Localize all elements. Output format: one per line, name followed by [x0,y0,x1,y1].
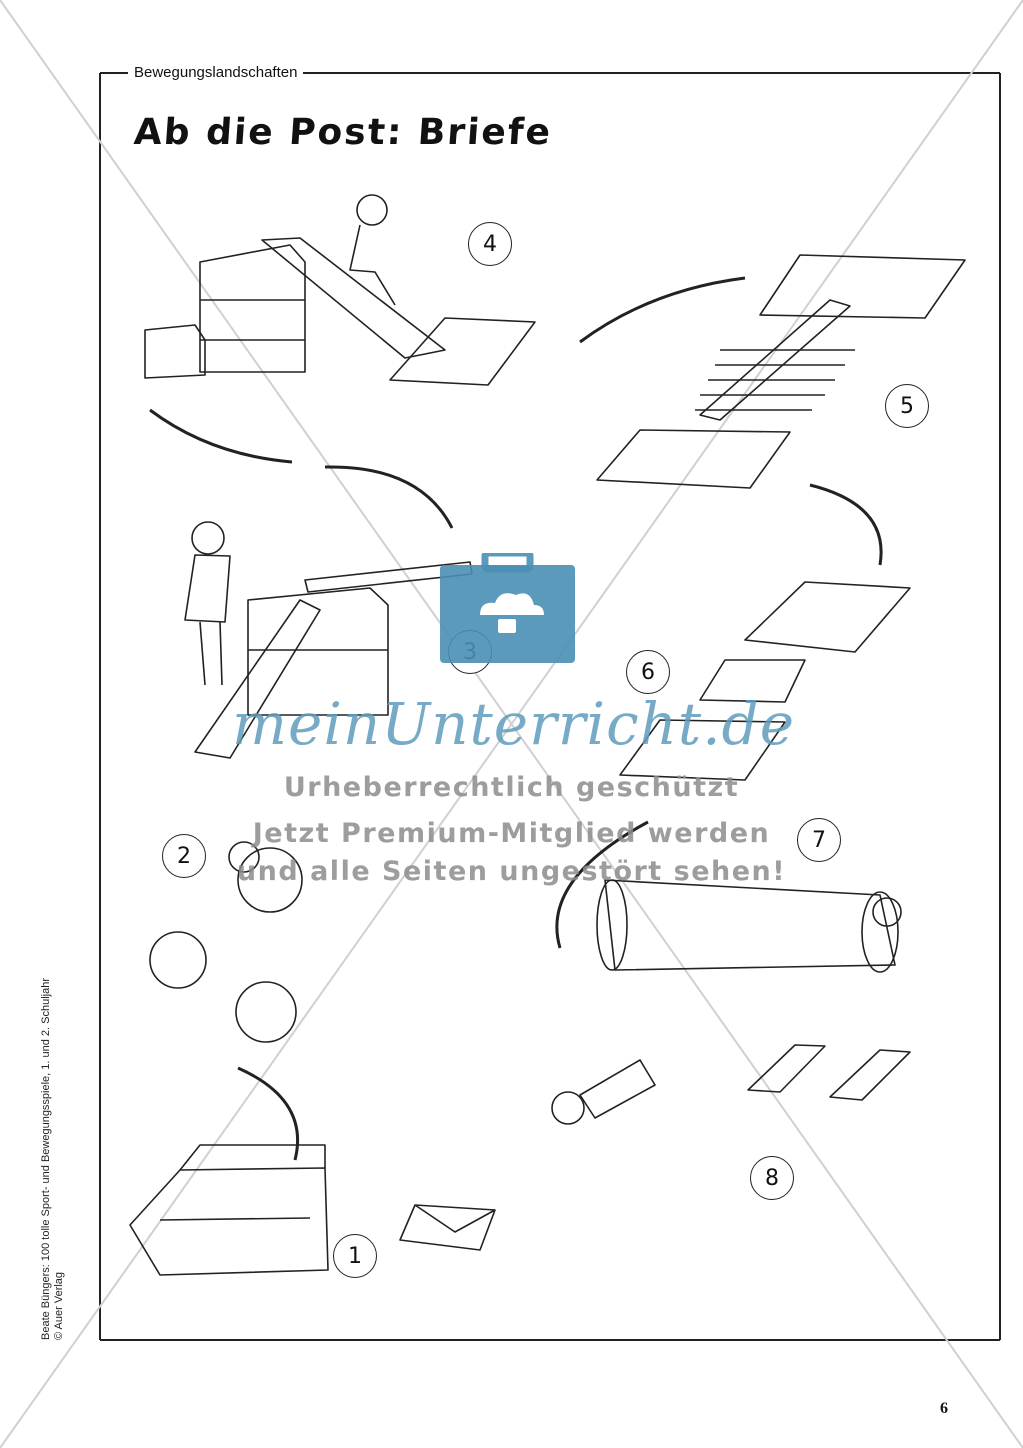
station-8-illustration [551,1044,911,1125]
station-number-8: 8 [750,1156,794,1200]
watermark-premium-notice-2: und alle Seiten ungestört sehen! [236,856,787,887]
station-number-6: 6 [626,650,670,694]
ropes [149,276,883,1161]
watermark-premium-notice: Jetzt Premium-Mitglied werden [252,818,771,849]
source-credits: Beate Büngers: 100 tolle Sport- und Bewe… [40,860,66,1340]
watermark-brand: meinUnterricht.de [232,690,796,758]
station-1-illustration [129,1144,496,1276]
page-number: 6 [940,1400,948,1417]
station-number-5: 5 [885,384,929,428]
station-number-4: 4 [468,222,512,266]
station-number-2: 2 [162,834,206,878]
watermark-copyright-notice: Urheberrechtlich geschützt [283,772,740,803]
station-3-illustration [184,521,473,759]
credits-book: Beate Büngers: 100 tolle Sport- und Bewe… [40,977,52,1340]
section-label: Bewegungslandschaften [128,64,304,81]
credits-publisher: © Auer Verlag [53,1271,65,1340]
station-7-illustration [596,879,902,973]
station-4-illustration [144,194,536,386]
station-5-illustration [596,254,966,489]
briefcase-icon [440,553,575,663]
station-2-illustration [149,841,303,1043]
station-6-illustration [619,581,911,781]
station-number-1: 1 [333,1234,377,1278]
station-number-7: 7 [797,818,841,862]
